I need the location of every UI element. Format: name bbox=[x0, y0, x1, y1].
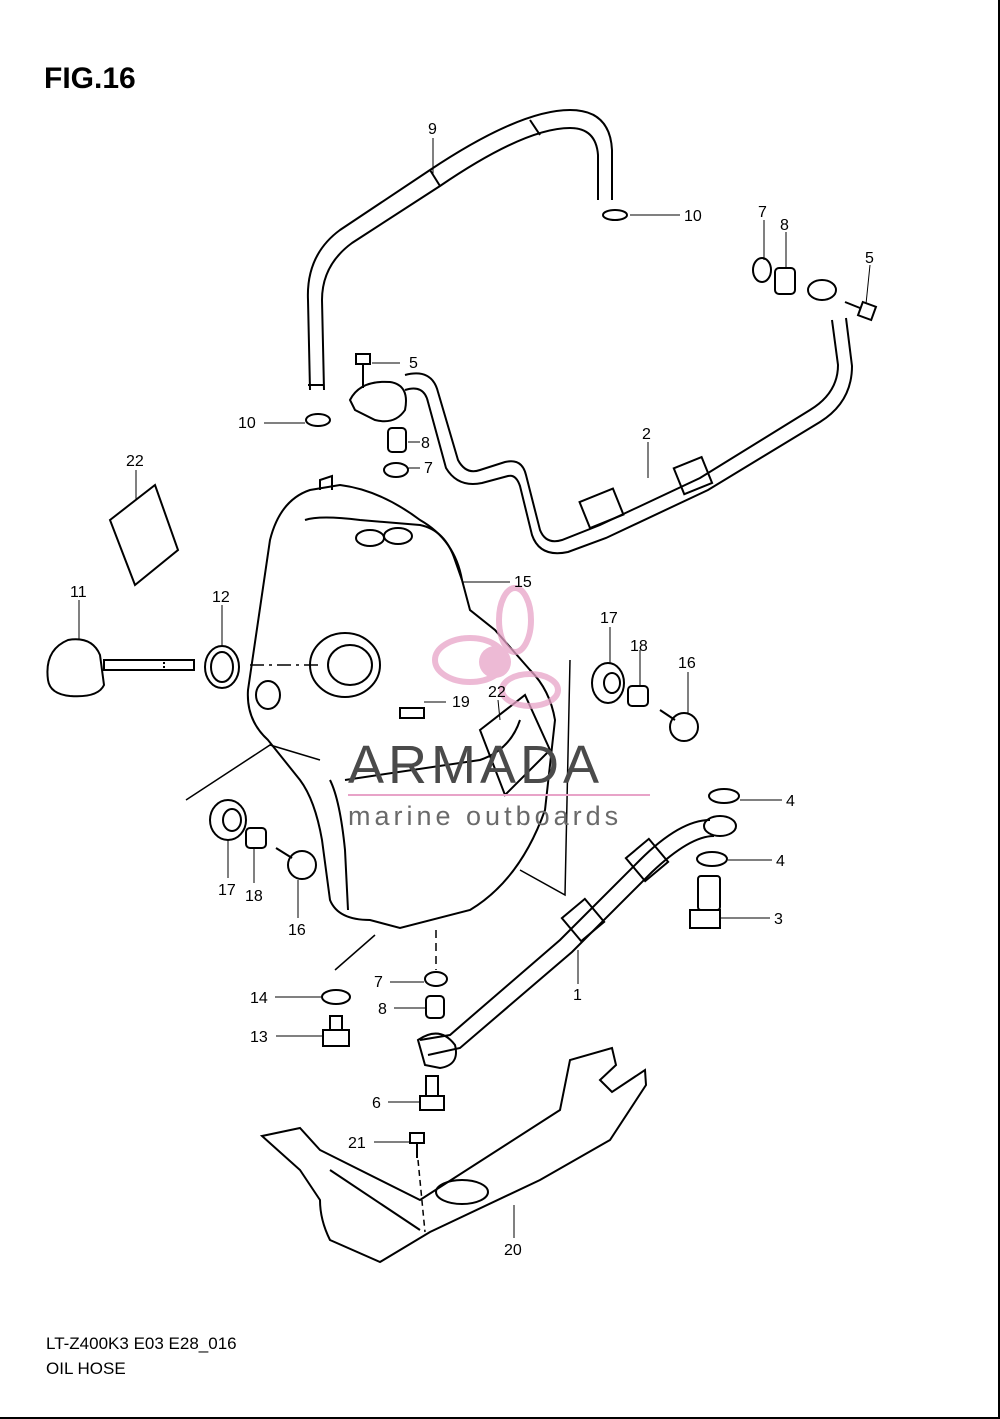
callout-c4a: 4 bbox=[786, 793, 795, 810]
callout-c1: 1 bbox=[573, 987, 582, 1004]
washer-14 bbox=[321, 989, 351, 1005]
callout-c8b: 8 bbox=[421, 435, 430, 452]
callout-c17b: 17 bbox=[218, 882, 236, 899]
collar-8-right bbox=[774, 267, 796, 295]
union-bolt-3 bbox=[689, 875, 721, 929]
washer-4-upper bbox=[708, 788, 740, 804]
figure-title: FIG.16 bbox=[44, 62, 136, 95]
model-code: LT-Z400K3 E03 E28_016 bbox=[46, 1334, 237, 1353]
bolt-13 bbox=[322, 1015, 350, 1047]
callout-c19: 19 bbox=[452, 694, 470, 711]
callout-c3: 3 bbox=[774, 911, 783, 928]
decal-22-left bbox=[108, 483, 180, 587]
bolt-5-right bbox=[844, 300, 878, 322]
grommet-17-upper bbox=[591, 662, 625, 704]
callout-c8a: 8 bbox=[780, 217, 789, 234]
callout-c8c: 8 bbox=[378, 1001, 387, 1018]
label-19 bbox=[399, 707, 425, 719]
collar-8-mid bbox=[387, 427, 407, 453]
callout-c21: 21 bbox=[348, 1135, 366, 1152]
callout-c6: 6 bbox=[372, 1095, 381, 1112]
grommet-17-lower bbox=[209, 799, 247, 841]
clip-10-left bbox=[305, 413, 331, 427]
callout-c12: 12 bbox=[212, 589, 230, 606]
callout-c18a: 18 bbox=[630, 638, 648, 655]
inlet-hose-1 bbox=[416, 815, 737, 1070]
outlet-hose-2 bbox=[348, 279, 854, 555]
o-ring-7-right bbox=[752, 257, 772, 283]
callout-c7b: 7 bbox=[424, 460, 433, 477]
watermark-logo bbox=[432, 585, 561, 709]
callout-c2: 2 bbox=[642, 426, 651, 443]
callout-c22a: 22 bbox=[126, 453, 144, 470]
callout-c5b: 5 bbox=[409, 355, 418, 372]
bolt-16-upper bbox=[659, 709, 699, 742]
clip-10-top bbox=[602, 209, 628, 221]
callout-c17a: 17 bbox=[600, 610, 618, 627]
bolt-6 bbox=[419, 1075, 445, 1111]
collar-8-lower bbox=[425, 995, 445, 1019]
callout-c14: 14 bbox=[250, 990, 268, 1007]
callout-c22b: 22 bbox=[488, 684, 506, 701]
callout-c5a: 5 bbox=[865, 250, 874, 267]
diagram-caption: OIL HOSE bbox=[46, 1359, 126, 1378]
callout-c4b: 4 bbox=[776, 853, 785, 870]
o-ring-7-lower bbox=[424, 971, 448, 987]
callout-c7a: 7 bbox=[758, 204, 767, 221]
callout-c16a: 16 bbox=[678, 655, 696, 672]
collar-18-lower bbox=[245, 827, 267, 849]
o-ring-7-mid bbox=[383, 462, 409, 478]
guard-20 bbox=[259, 1046, 648, 1264]
callout-c10b: 10 bbox=[238, 415, 256, 432]
callout-c7c: 7 bbox=[374, 974, 383, 991]
bolt-16-lower bbox=[275, 847, 317, 880]
watermark-tagline: marine outboards bbox=[348, 801, 622, 831]
watermark-brand: ARMADA bbox=[348, 735, 603, 795]
callout-c15: 15 bbox=[514, 574, 532, 591]
callout-c13: 13 bbox=[250, 1029, 268, 1046]
clip-21 bbox=[409, 1132, 425, 1158]
callout-c9: 9 bbox=[428, 121, 437, 138]
oil-tank-15 bbox=[246, 474, 557, 930]
washer-4-lower bbox=[696, 851, 728, 867]
callout-c20: 20 bbox=[504, 1242, 522, 1259]
callout-c18b: 18 bbox=[245, 888, 263, 905]
callout-c11: 11 bbox=[70, 584, 87, 601]
decal-22-center bbox=[478, 693, 552, 797]
collar-18-upper bbox=[627, 685, 649, 707]
vent-hose-9 bbox=[306, 108, 613, 391]
tank-cap-11 bbox=[46, 638, 195, 698]
bolt-5-upper bbox=[355, 353, 371, 388]
callout-c16b: 16 bbox=[288, 922, 306, 939]
callout-c10a: 10 bbox=[684, 208, 702, 225]
